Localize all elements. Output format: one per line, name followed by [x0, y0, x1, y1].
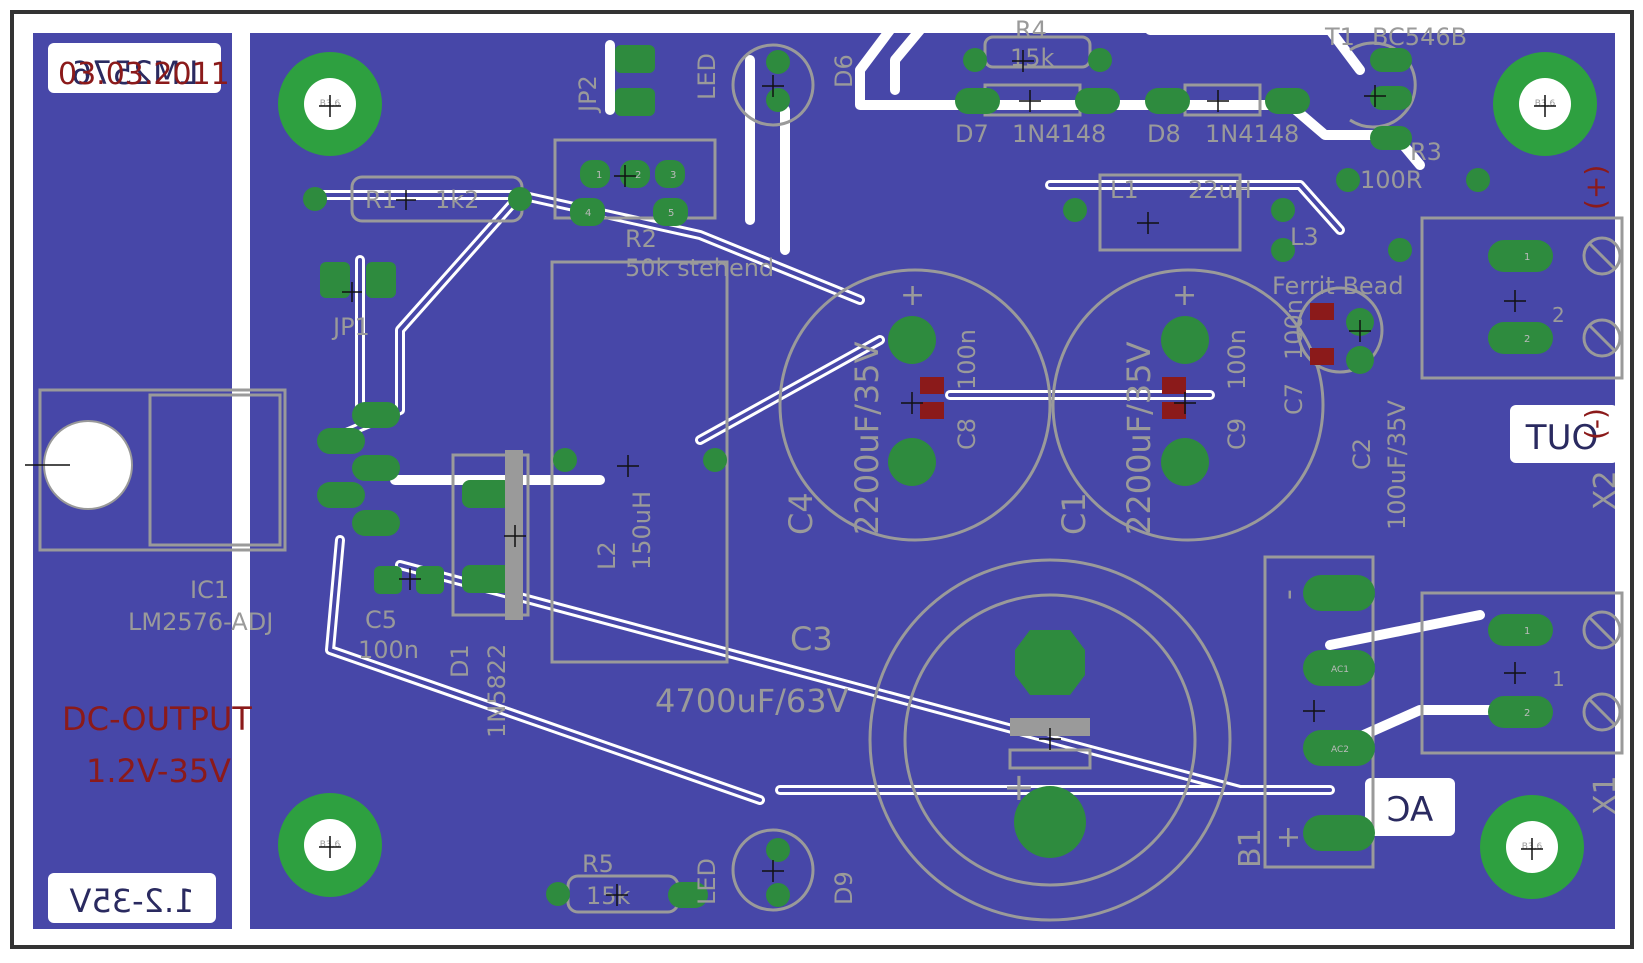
svg-text:150uH: 150uH [628, 491, 656, 570]
svg-text:100n: 100n [1223, 329, 1251, 390]
output-range-text: 1.2-35V [69, 882, 194, 920]
svg-text:B1: B1 [1233, 828, 1268, 868]
svg-text:D1: D1 [446, 644, 474, 678]
svg-text:L3: L3 [1290, 223, 1319, 251]
svg-text:D6: D6 [830, 54, 858, 88]
c3-polarity-bar [1010, 718, 1090, 736]
svg-text:D7: D7 [955, 120, 989, 148]
svg-text:1: 1 [1524, 626, 1530, 637]
svg-text:1: 1 [596, 170, 602, 181]
svg-text:2: 2 [1524, 708, 1530, 719]
svg-text:LED: LED [693, 53, 721, 100]
svg-text:X2: X2 [1588, 470, 1623, 510]
svg-text:R5: R5 [582, 850, 614, 878]
svg-text:5: 5 [668, 208, 674, 219]
b1-pin-marks: - + [1271, 589, 1306, 850]
svg-text:C5: C5 [365, 606, 397, 634]
svg-text:C7: C7 [1280, 383, 1308, 415]
svg-text:+: + [1271, 825, 1306, 850]
svg-text:R2: R2 [625, 225, 657, 253]
svg-text:C9: C9 [1223, 418, 1251, 450]
dc-output-line2: 1.2V-35V [86, 752, 231, 790]
svg-text:1: 1 [1524, 252, 1530, 263]
ac-label-block [1365, 778, 1455, 836]
pads [303, 45, 1553, 908]
smd-pads [920, 303, 1334, 419]
origin-crosses [25, 50, 1556, 906]
project-name-text: LM2576 [72, 54, 199, 92]
svg-text:JP2: JP2 [574, 75, 602, 114]
minus-circled-mark: (-) [1579, 408, 1612, 440]
svg-text:50k stehend: 50k stehend [625, 254, 774, 282]
svg-text:1N4148: 1N4148 [1205, 120, 1299, 148]
svg-text:JP1: JP1 [331, 313, 370, 341]
terminal-screws [1582, 236, 1622, 732]
svg-text:100R: 100R [1360, 166, 1422, 194]
svg-text:22uH: 22uH [1188, 176, 1252, 204]
svg-text:+: + [1003, 765, 1035, 809]
b1-ac-pad-labels: AC1 AC2 [1331, 665, 1349, 755]
label-block-top [48, 43, 221, 93]
polarity-marks: + + + [900, 278, 1197, 809]
svg-text:T1: T1 [1324, 23, 1355, 51]
svg-text:R4: R4 [1015, 16, 1047, 44]
date-text: 03.03.2011 [58, 57, 230, 92]
svg-text:L1: L1 [1110, 176, 1139, 204]
svg-text:AC1: AC1 [1331, 665, 1349, 675]
label-block-bottom [48, 873, 216, 923]
out-label-block [1510, 405, 1618, 463]
plus-circled-mark: (+) [1579, 165, 1612, 210]
terminal-numbers: 2 1 [1552, 303, 1565, 691]
svg-text:X1: X1 [1588, 775, 1623, 815]
d1-cathode-bar [505, 450, 523, 620]
dc-output-line1: DC-OUTPUT [62, 700, 252, 738]
svg-text:15k: 15k [586, 882, 631, 910]
svg-text:4: 4 [585, 208, 591, 219]
svg-text:D8: D8 [1147, 120, 1181, 148]
svg-text:R1: R1 [365, 186, 397, 214]
svg-text:AC2: AC2 [1331, 745, 1349, 755]
svg-text:BC546B: BC546B [1372, 23, 1467, 51]
svg-text:LM2576-ADJ: LM2576-ADJ [128, 608, 273, 636]
svg-text:1N5822: 1N5822 [483, 644, 511, 738]
svg-text:C1: C1 [1055, 492, 1093, 535]
svg-text:D9: D9 [830, 871, 858, 905]
svg-text:1N4148: 1N4148 [1012, 120, 1106, 148]
svg-text:IC1: IC1 [190, 576, 229, 604]
svg-text:C3: C3 [790, 620, 833, 658]
svg-text:LED: LED [693, 858, 721, 905]
svg-text:2: 2 [1552, 303, 1565, 327]
component-labels: R4 15k T1 BC546B D7 1N4148 D8 1N4148 R3 … [128, 16, 1623, 910]
svg-text:100uF/35V: 100uF/35V [1383, 400, 1411, 530]
svg-text:2: 2 [635, 170, 641, 181]
svg-text:100n: 100n [358, 636, 419, 664]
svg-text:1: 1 [1552, 667, 1565, 691]
svg-text:C4: C4 [782, 492, 820, 535]
svg-text:2200uF/35V: 2200uF/35V [848, 341, 886, 535]
svg-text:Ferrit-Bead: Ferrit-Bead [1272, 272, 1404, 300]
svg-text:1k2: 1k2 [435, 186, 479, 214]
ac-label: AC [1387, 790, 1433, 830]
svg-text:100n: 100n [953, 329, 981, 390]
svg-text:100n: 100n [1280, 299, 1308, 360]
svg-text:15k: 15k [1010, 44, 1055, 72]
svg-text:3: 3 [670, 170, 676, 181]
out-label: OUT [1526, 418, 1599, 458]
svg-text:4700uF/63V: 4700uF/63V [655, 682, 849, 720]
svg-text:+: + [1172, 278, 1197, 313]
svg-text:C8: C8 [953, 418, 981, 450]
svg-text:-: - [1271, 589, 1306, 600]
svg-text:R3: R3 [1410, 138, 1442, 166]
svg-text:C2: C2 [1348, 438, 1376, 470]
svg-text:2: 2 [1524, 334, 1530, 345]
svg-text:+: + [900, 278, 925, 313]
svg-text:L2: L2 [593, 541, 621, 570]
pad-numbers: 1 2 1 2 1 2 3 4 5 [585, 170, 1530, 719]
svg-text:2200uF/35V: 2200uF/35V [1120, 341, 1158, 535]
